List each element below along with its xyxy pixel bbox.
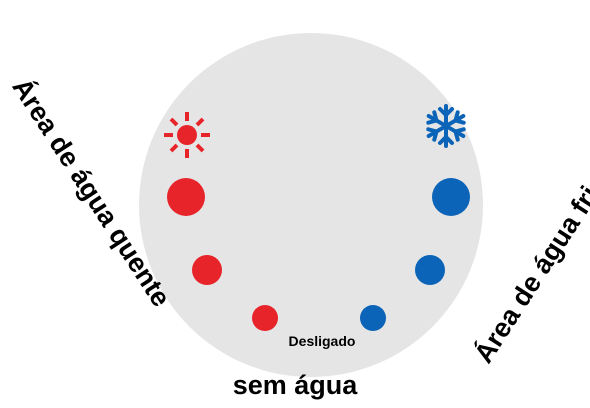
off-label: Desligado xyxy=(289,333,356,349)
sun-icon xyxy=(164,112,210,158)
no-water-label: sem água xyxy=(232,370,358,400)
hot-level-dot-small xyxy=(252,305,278,331)
dial-disc xyxy=(139,33,483,377)
cold-level-dot-small xyxy=(360,305,386,331)
snowflake-icon xyxy=(426,104,466,148)
hot-level-dot-medium xyxy=(192,255,222,285)
cold-level-dot-medium xyxy=(415,255,445,285)
cold-level-dot-large xyxy=(432,178,470,216)
hot-level-dot-large xyxy=(167,178,205,216)
